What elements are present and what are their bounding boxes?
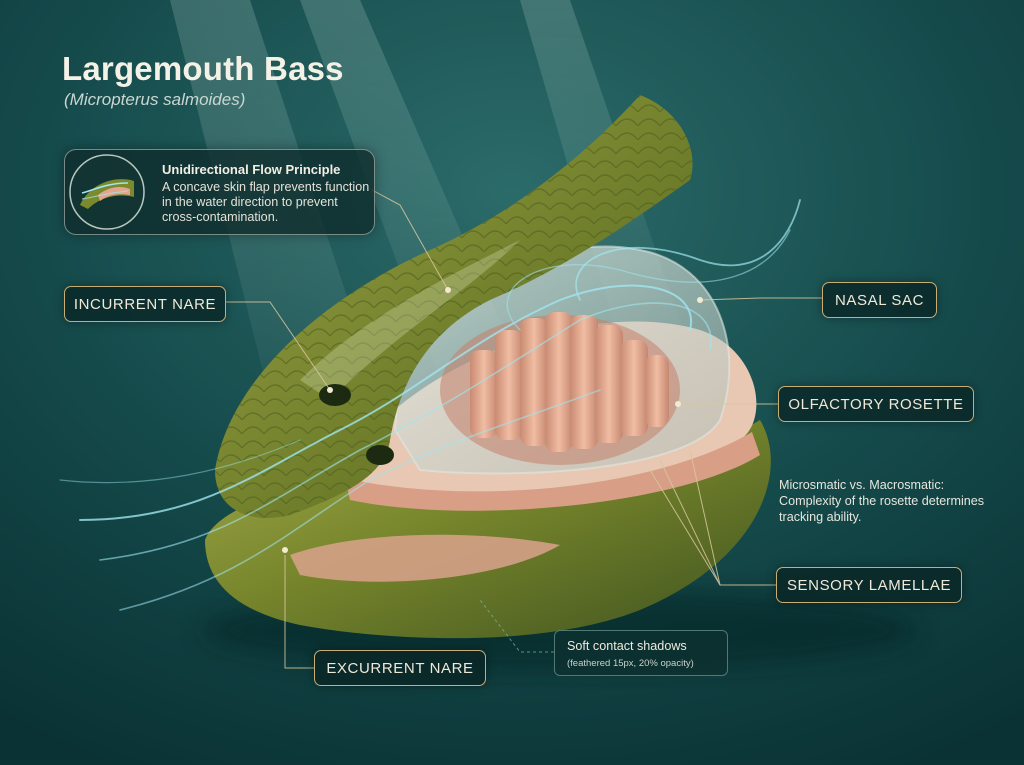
water-flow-lines	[59, 199, 801, 611]
flow-diagram-icon	[69, 154, 145, 230]
label-sensory-lamellae: SENSORY LAMELLAE	[776, 567, 962, 603]
mouth-lining	[290, 534, 560, 582]
flow-principle-text: A concave skin flap prevents function in…	[162, 180, 370, 224]
micro-macro-note: Microsmatic vs. Macrosmatic: Complexity …	[779, 477, 1019, 525]
label-incurrent-nare: INCURRENT NARE	[64, 286, 226, 322]
excurrent-opening	[366, 445, 394, 465]
shadow-note-title: Soft contact shadows	[567, 639, 687, 653]
leader-dots	[282, 287, 703, 553]
flow-principle-card: Unidirectional Flow Principle A concave …	[64, 149, 375, 235]
olfactory-rosette	[440, 312, 680, 465]
note-title: Microsmatic vs. Macrosmatic:	[779, 478, 945, 492]
shadow-note-card: Soft contact shadows (feathered 15px, 20…	[554, 630, 728, 676]
incurrent-opening	[319, 384, 351, 406]
shadow-note-sub: (feathered 15px, 20% opacity)	[567, 658, 694, 669]
note-text: Complexity of the rosette determines tra…	[779, 494, 985, 524]
skin-highlight	[300, 240, 520, 400]
leader-lines	[226, 189, 822, 669]
cut-rim	[345, 432, 760, 511]
label-olfactory-rosette: OLFACTORY ROSETTE	[778, 386, 974, 422]
page-title: Largemouth Bass	[62, 50, 344, 87]
flow-principle-title: Unidirectional Flow Principle	[162, 162, 341, 177]
label-excurrent-nare: EXCURRENT NARE	[314, 650, 486, 686]
page-subtitle: (Micropterus salmoides)	[64, 90, 246, 109]
label-nasal-sac: NASAL SAC	[822, 282, 937, 318]
